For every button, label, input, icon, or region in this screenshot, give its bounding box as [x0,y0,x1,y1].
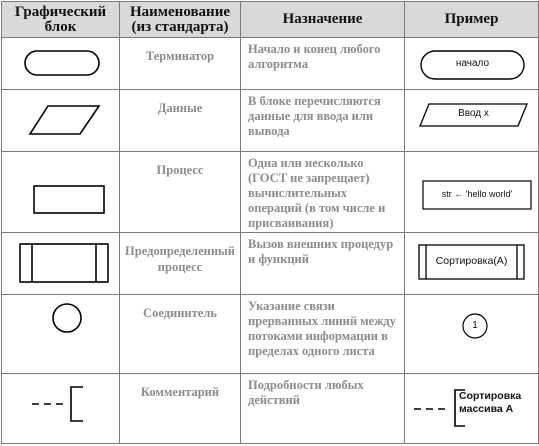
header-name: Наименование (из стандарта) [119,1,241,38]
process-rectangle-icon [33,185,105,214]
process-example-cell: str ← 'hello world' [404,151,539,233]
data-example-icon [419,103,528,127]
comment-example-icon [414,389,465,427]
row-name: Предопределенный процесс [119,232,241,295]
predefined-process-icon [19,243,109,283]
process-shape-cell [1,151,120,233]
data-example-cell: Ввод x [404,89,539,152]
table-row-terminator: Терминатор Начало и конец любого алгорит… [1,37,539,90]
data-parallelogram-icon [28,105,101,135]
header-row: Графический блок Наименование (из станда… [1,1,539,38]
table-row-connector: Соединитель Указание связи прерванных ли… [1,294,539,374]
header-purpose: Назначение [240,1,405,38]
row-name: Данные [119,89,241,152]
terminator-shape-icon [24,50,100,76]
connector-shape-cell [1,294,120,374]
example-label: str ← 'hello world' [441,189,513,199]
header-example: Пример [404,1,539,38]
predefined-shape-cell [1,232,120,295]
table-row-process: Процесс Одна или несколько (ГОСТ не запр… [1,151,539,233]
terminator-shape-cell [1,37,120,90]
row-purpose: В блоке перечисляются данные для ввода и… [240,89,405,152]
terminator-example-icon [420,50,525,80]
connector-circle-icon [52,303,82,333]
table-row-data: Данные В блоке перечисляются данные для … [1,89,539,152]
example-label: Сортировка(A) [435,255,508,267]
predefined-example-icon [418,244,525,280]
connector-example-icon [462,313,488,339]
row-purpose: Одна или несколько (ГОСТ не запрещает) в… [240,151,405,233]
row-purpose: Вызов внешних процедур и функций [240,232,405,295]
data-shape-cell [1,89,120,152]
example-label: начало [455,58,490,69]
header-block: Графический блок [1,1,120,38]
predefined-example-cell: Сортировка(A) [404,232,539,295]
comment-bracket-icon [32,386,83,422]
connector-example-cell: 1 [404,294,539,374]
row-name: Комментарий [119,373,241,444]
row-purpose: Указание связи прерванных линий между по… [240,294,405,374]
comment-shape-cell [1,373,120,444]
table-row-predefined-process: Предопределенный процесс Вызов внешних п… [1,232,539,295]
example-label: Сортировка массива А [459,390,522,415]
example-label: Ввод x [458,108,489,119]
row-name: Соединитель [119,294,241,374]
terminator-example-cell: начало [404,37,539,90]
row-name: Процесс [119,151,241,233]
row-name: Терминатор [119,37,241,90]
example-label: 1 [472,320,478,331]
row-purpose: Начало и конец любого алгоритма [240,37,405,90]
process-example-icon [422,180,532,210]
table-row-comment: Комментарий Подробности любых действий С… [1,373,539,444]
row-purpose: Подробности любых действий [240,373,405,444]
comment-example-cell: Сортировка массива А [404,373,539,444]
